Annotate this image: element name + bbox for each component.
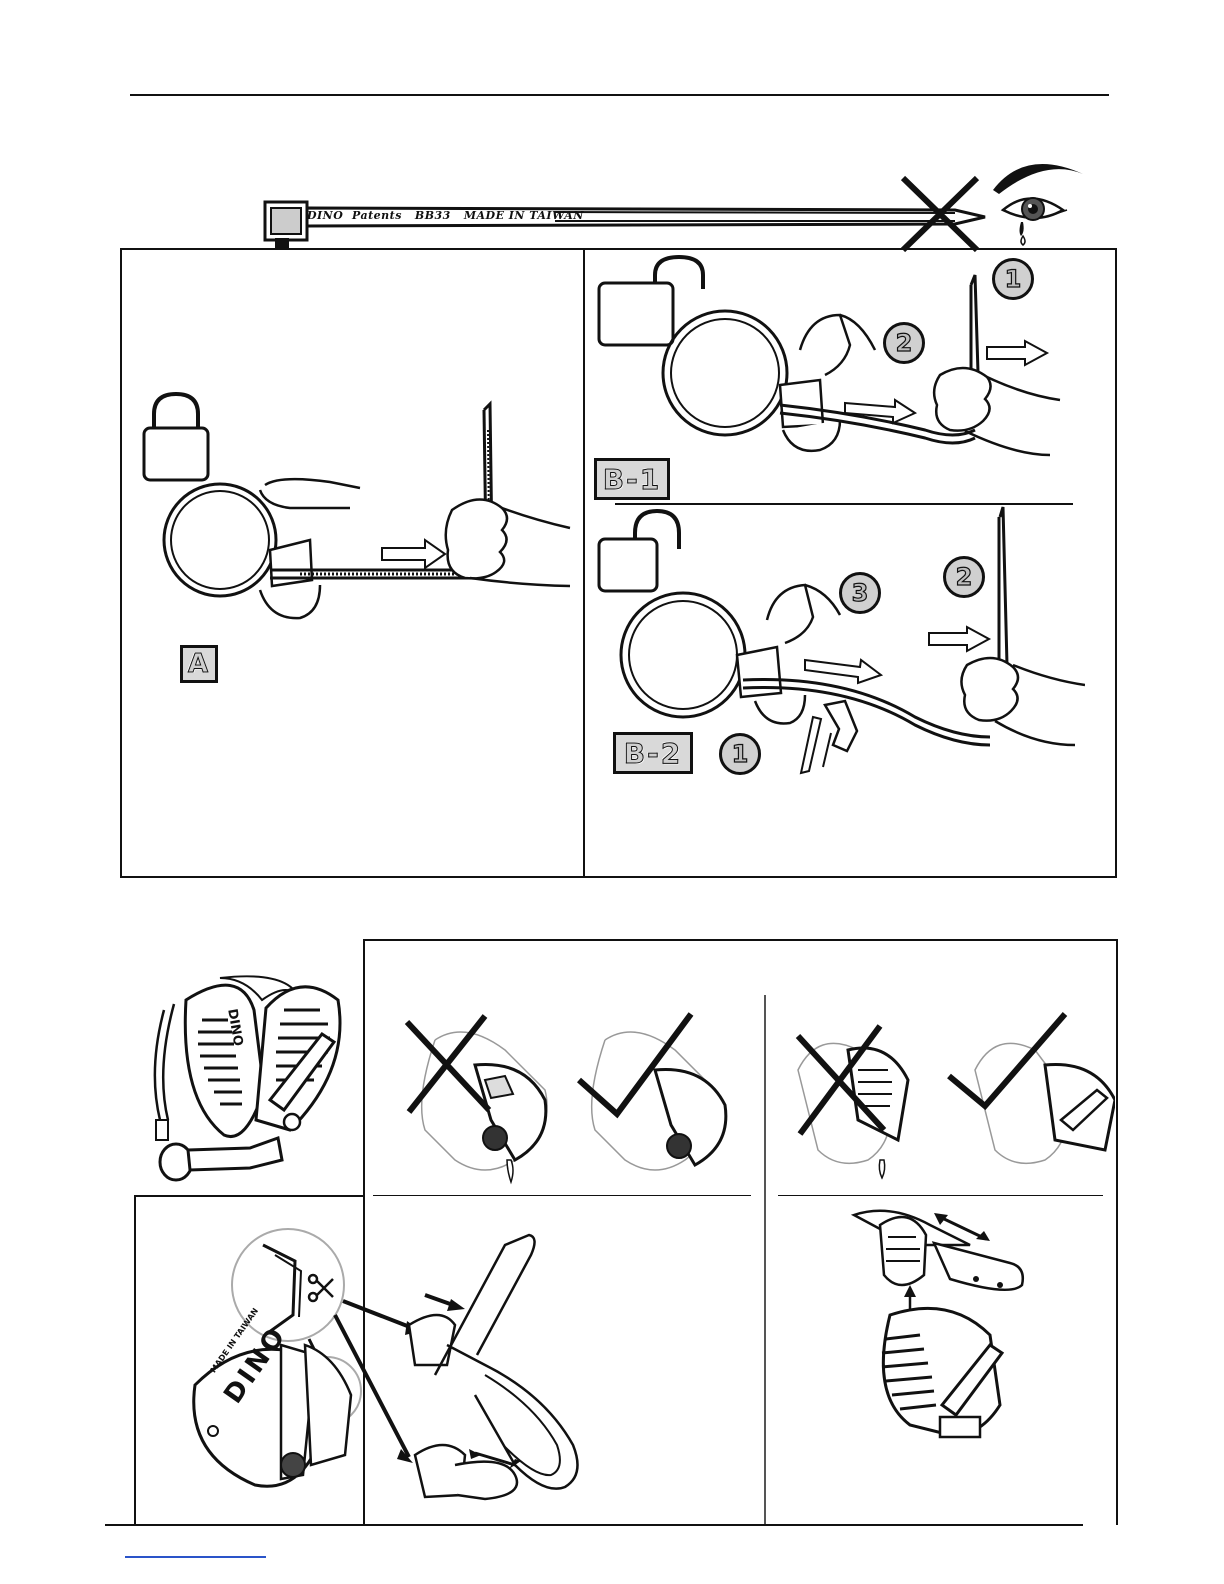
panel-a-illustration bbox=[140, 390, 580, 630]
b1-step-2-badge: 2 bbox=[883, 322, 925, 364]
sharpener-right-illustration bbox=[945, 1010, 1115, 1190]
seal-imprint-text: DINO Patents BB33 MADE IN TAIWAN bbox=[307, 209, 584, 222]
b2-step-1-badge: 1 bbox=[719, 733, 761, 775]
bottom-divider-vertical bbox=[764, 995, 766, 1525]
section-rule-left bbox=[373, 1195, 751, 1196]
b2-step-3-badge: 3 bbox=[839, 572, 881, 614]
padlock-closed-icon bbox=[144, 394, 208, 480]
b1-step-1-badge: 1 bbox=[992, 258, 1034, 300]
grip-wrong-illustration bbox=[395, 1010, 565, 1195]
frame-divider bbox=[583, 248, 585, 876]
sharpener-wrong-illustration bbox=[788, 1010, 938, 1190]
top-rule bbox=[130, 94, 1109, 96]
panel-b1-label: B-1 bbox=[594, 458, 670, 500]
section-rule-right bbox=[778, 1195, 1103, 1196]
x-mark-icon bbox=[895, 170, 985, 256]
padlock-open-icon bbox=[599, 257, 703, 345]
panel-b2-label: B-2 bbox=[613, 732, 693, 774]
knife-sharpening-illustration bbox=[850, 1205, 1040, 1455]
bottom-rule bbox=[105, 1524, 1083, 1526]
eye-tear-icon bbox=[985, 152, 1085, 248]
footer-link-underline[interactable] bbox=[125, 1556, 266, 1558]
keychain-tool-illustration bbox=[150, 970, 350, 1185]
grip-right-illustration bbox=[575, 1010, 745, 1195]
panel-a-label: A bbox=[180, 645, 218, 683]
b2-step-2-badge: 2 bbox=[943, 556, 985, 598]
padlock-open-icon bbox=[599, 511, 679, 591]
